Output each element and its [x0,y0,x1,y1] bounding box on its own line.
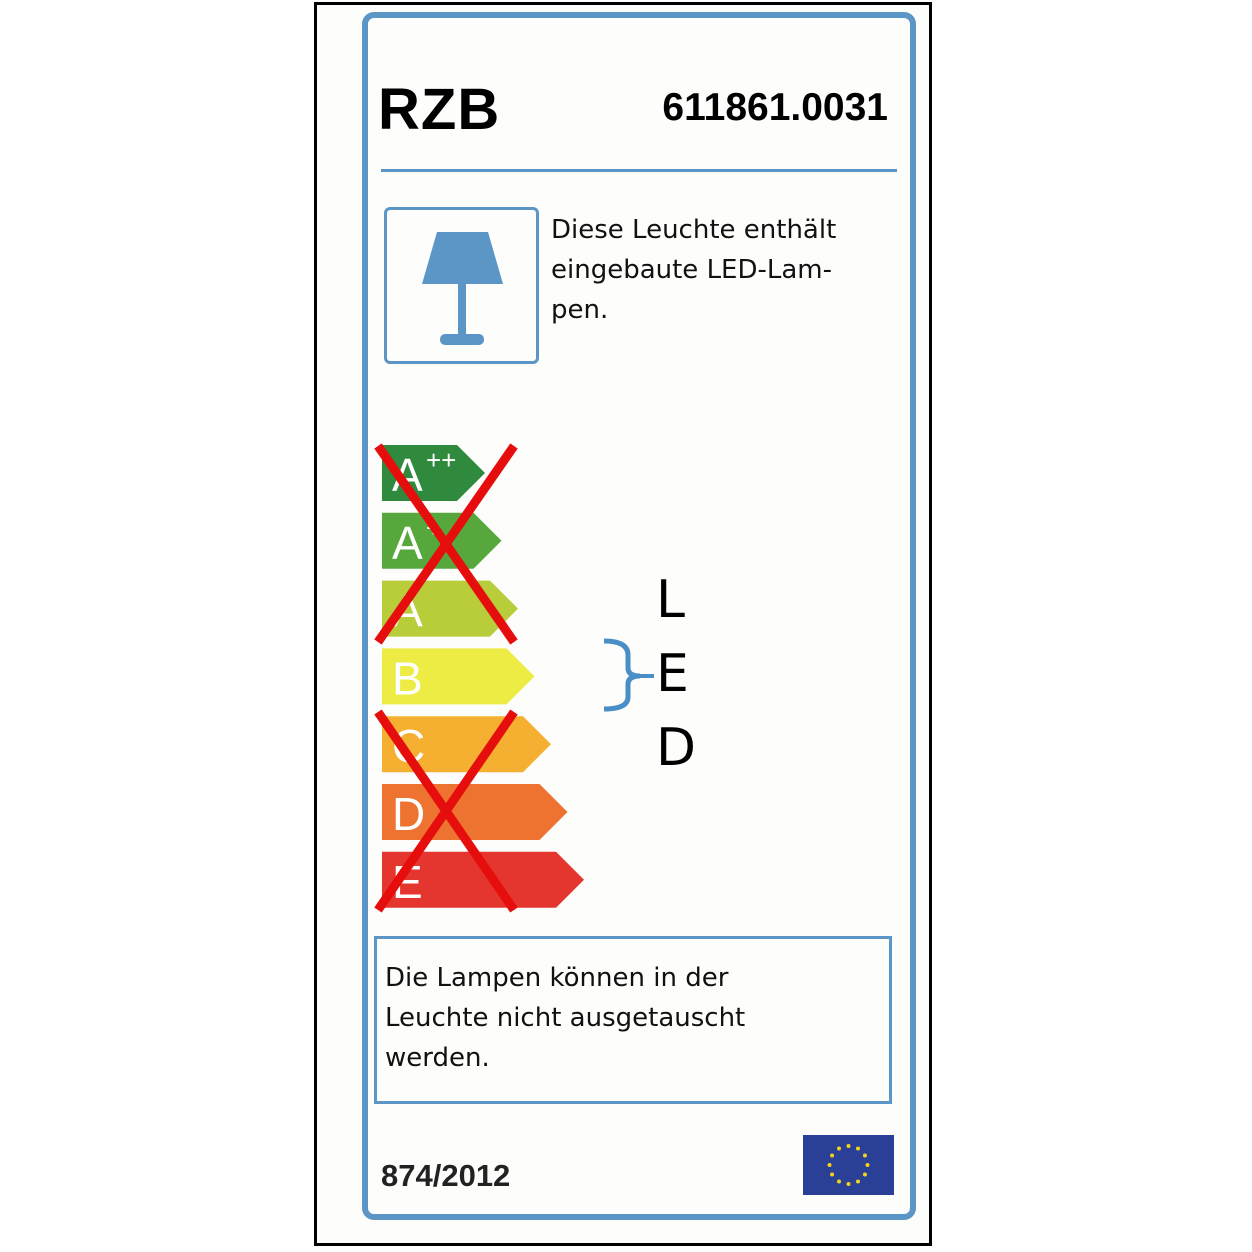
energy-class-arrow [382,716,551,773]
luminaire-info-text: Diese Leuchte enthält eingebaute LED-Lam… [551,210,861,330]
led-range-bracket [603,638,641,712]
regulation-number: 874/2012 [381,1158,511,1193]
energy-class-letter: D [392,788,425,840]
eu-star [846,1182,851,1186]
led-label-letter: L [656,570,685,630]
eu-star [856,1146,860,1151]
replacement-note-text: Die Lampen können in der Leuchte nicht a… [385,958,745,1078]
led-label-letter: D [656,718,697,778]
energy-class-arrow [382,784,568,840]
cross-out-line [374,443,518,645]
energy-class-letter: A [392,517,423,569]
eu-flag-icon [803,1135,894,1195]
eu-star [837,1146,841,1151]
eu-star [862,1153,867,1158]
eu-star [856,1179,860,1184]
note-line: Leuchte nicht ausgetauscht [385,1003,746,1033]
replacement-note-box [374,936,892,1104]
eu-star [865,1163,870,1167]
energy-class-letter: B [392,652,423,704]
info-line: Diese Leuchte enthält [551,215,837,245]
eu-star [862,1172,867,1177]
note-line: Die Lampen können in der [385,963,729,993]
eu-star [827,1163,832,1167]
eu-star [846,1144,851,1148]
note-line: werden. [385,1043,490,1073]
table-lamp-icon [422,232,503,345]
led-label-letter: E [656,644,689,704]
eu-star [837,1179,841,1184]
energy-class-arrow [382,851,584,908]
cross-out-line [374,709,518,913]
eu-star [830,1153,835,1158]
energy-class-arrow [382,648,535,705]
eu-star [830,1172,835,1177]
info-line: pen. [551,295,609,325]
header-divider [381,169,897,172]
lamp-icon-box [384,207,539,364]
info-line: eingebaute LED-Lam- [551,255,833,285]
energy-class-superscript: ++ [426,445,456,475]
model-number: 611861.0031 [662,86,888,129]
brand-name: RZB [378,77,501,142]
